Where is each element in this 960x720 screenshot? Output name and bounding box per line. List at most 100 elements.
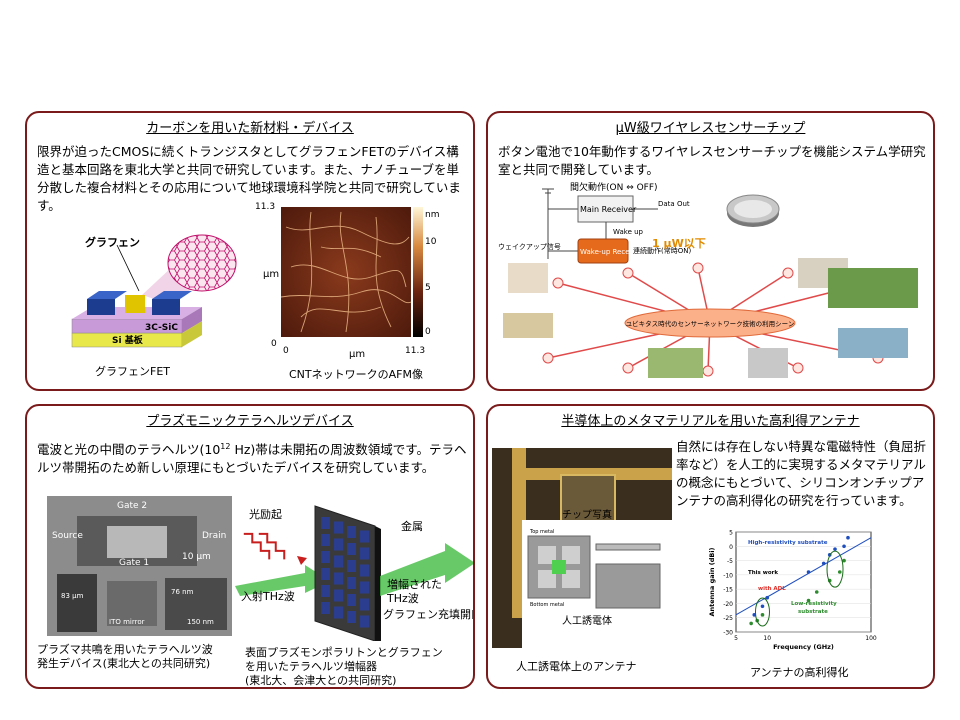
highlight-ellipse [826,550,844,588]
graphene-opening [360,581,369,594]
graphene-opening [321,517,330,529]
main-receiver-label: Main Receiver [580,205,637,214]
scale-150nm: 150 nm [187,618,214,626]
graphene-opening [360,530,369,543]
data-point [806,598,811,603]
plot-area [735,531,872,633]
data-point [760,604,765,609]
intermittent-label: 間欠動作(ON ⇔ OFF) [570,183,658,193]
graphene-label: グラフェン [85,235,140,249]
y-tick-label: -10 [723,572,733,579]
receiver-block-diagram: Main Receiver Data Out Wake up Wake-up R… [498,188,691,264]
graphene-opening [347,560,356,572]
meta-caption: 人工誘電体 [562,616,612,627]
graphene-opening [334,572,343,585]
y-tick-label: -25 [723,615,733,622]
x-tick-label: 5 [734,635,738,642]
graphene-opening [334,555,343,568]
trend-line [735,537,872,616]
data-out-label: Data Out [658,200,690,208]
thz-amplifier-diagram [235,505,473,641]
y-axis-label: Antenna gain (dBi) [708,547,716,616]
graphene-opening [347,611,356,623]
panel-text: 限界が迫ったCMOSに続くトランジスタとしてグラフェンFETのデバイス構造と基本… [37,144,461,213]
graphene-opening [360,547,369,560]
data-point [765,595,770,600]
graphene-opening [321,568,330,580]
graphene-opening [321,602,330,614]
annotation-adl: with ADL [758,586,786,592]
afm-image [281,207,411,337]
panel-text: 自然には存在しない特異な電磁特性（負屈折率など）を人工的に実現するメタマテリアル… [676,439,927,508]
amp-caption-2: を用いたテラヘルツ増幅器 [245,660,377,673]
antenna-photo-caption: 人工誘電体上のアンテナ [516,660,637,673]
ito-label: ITO mirror [109,618,145,626]
wake-receiver-label: Wake-up Receiver [580,248,643,256]
gain-caption: アンテナの高利得化 [750,666,849,679]
data-point [760,613,765,617]
scale-76nm: 76 nm [171,588,194,596]
amplified-label-1: 増幅された [387,578,442,591]
graphene-opening [321,585,330,597]
graphene-opening [334,606,343,619]
layer-si-label: Si 基板 [112,334,144,346]
panel-title: プラズモニックテラヘルツデバイス [146,414,354,429]
data-point [833,547,837,551]
afm-scale-10: 10 [425,237,437,247]
y-tick-label: -20 [723,601,733,608]
afm-y-zero: 0 [271,339,277,349]
sem-caption-2: 発生デバイス(東北大との共同研究) [37,657,211,670]
graphene-opening [360,564,369,577]
highlight-ellipse [754,597,770,627]
data-point [846,535,850,540]
annotation-this-work: This work [748,570,778,576]
afm-x-unit: μm [349,349,366,360]
graphene-opening [334,589,343,602]
sem-image: Gate 2 Gate 1 Source Drain 10 μm 83 μm I… [47,496,232,636]
afm-caption: CNTネットワークのAFM像 [289,368,423,381]
data-point [821,561,826,566]
afm-scale-5: 5 [425,283,431,293]
data-point [837,570,842,574]
y-tick-label: -15 [723,587,733,594]
afm-x-zero: 0 [283,346,289,356]
wake-up-label: Wake up [613,228,644,236]
panel-text: ボタン電池で10年動作するワイヤレスセンサーチップを機能システム学研究室と共同で… [498,144,926,177]
panel-plasmonic: プラズモニックテラヘルツデバイス 電波と光の中間のテラヘルツ(1012 Hz)帯… [25,404,475,689]
graphene-opening [321,551,330,563]
panel-title: 半導体上のメタマテリアルを用いた高利得アンテナ [561,414,860,429]
annotation-high-res: High-resistivity substrate [748,540,828,546]
top-metal-label: Top metal [529,529,554,535]
incident-label: 入射THz波 [241,590,295,603]
graphene-open-label: グラフェン充填開口 [383,608,475,621]
annotation-low-res: Low-resistivity [791,601,837,607]
graphene-opening [347,577,356,589]
gate1-label: Gate 1 [119,558,150,568]
graphene-opening [347,526,356,538]
y-tick-label: -30 [723,630,733,637]
data-point [814,590,819,594]
data-point [842,544,846,549]
data-point [749,621,753,626]
center-text: ユビキタス時代のセンサーネットワーク技術の利用シーン [626,319,795,328]
wake-signal-label: ウェイクアップ信号 [498,242,561,251]
y-tick-label: -5 [727,558,733,565]
photoexc-label: 光励起 [249,508,282,521]
usage-scene-diagram: ユビキタス時代のセンサーネットワーク技術の利用シーン [503,258,918,378]
afm-y-unit: μm [263,269,280,280]
scale-83um: 83 μm [61,592,84,600]
panel-text: 電波と光の中間のテラヘルツ(1012 Hz)帯は未開拓の周波数領域です。テラヘル… [37,442,467,476]
panel-title: μW級ワイヤレスセンサーチップ [615,121,806,136]
layer-sic-label: 3C-SiC [145,323,178,333]
chip-caption: チップ写真 [562,510,612,521]
graphene-fet-figure: グラフェン 3C-SiC Si 基板 [71,234,237,348]
metal-label: 金属 [401,520,423,533]
panel-antenna: 半導体上のメタマテリアルを用いた高利得アンテナ チップ写真 Top metal … [486,404,935,689]
panel-title: カーボンを用いた新材料・デバイス [146,121,354,136]
afm-y-top: 11.3 [255,202,276,212]
afm-color-scale [413,207,423,337]
y-tick-label: 5 [729,530,733,537]
x-tick-label: 10 [763,635,771,642]
graphene-opening [334,538,343,551]
